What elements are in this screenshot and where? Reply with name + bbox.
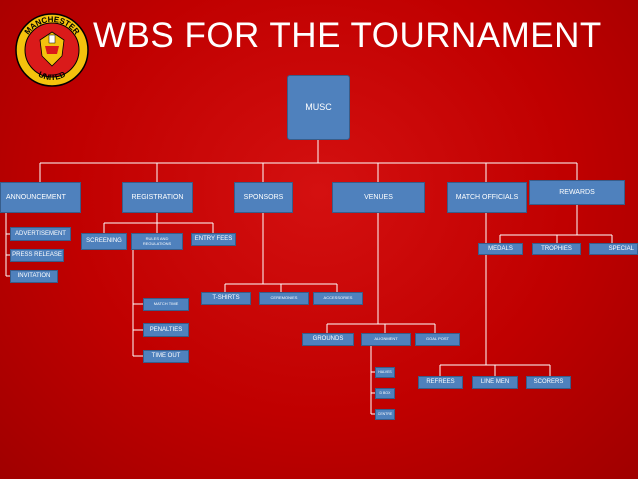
item-alignment: ALIGNMENT xyxy=(361,333,411,346)
category-sponsors: SPONSORS xyxy=(234,182,293,213)
svg-text:UNITED: UNITED xyxy=(37,70,67,82)
item-rules-and-regulations: RULES AND REGULATIONS xyxy=(131,233,183,250)
item-t-shirts: T-SHIRTS xyxy=(201,292,251,305)
item-scorers: SCORERS xyxy=(526,376,571,389)
item-centre: CENTRE xyxy=(375,409,395,420)
item-refrees: REFREES xyxy=(418,376,463,389)
category-venues: VENUES xyxy=(332,182,425,213)
item-press-release: PRESS RELEASE xyxy=(10,249,64,262)
item-advertisement: ADVERTISEMENT xyxy=(10,227,71,241)
item-invitation: INVITATION xyxy=(10,270,58,283)
item-screening: SCREENING xyxy=(81,233,127,250)
item-trophies: TROPHIES xyxy=(532,243,581,255)
item-halves: HALVES xyxy=(375,367,395,378)
category-registration: REGISTRATION xyxy=(122,182,193,213)
manchester-united-logo: MANCHESTER UNITED xyxy=(15,13,89,87)
item-special: SPECIAL xyxy=(589,243,638,255)
item-medals: MEDALS xyxy=(478,243,523,255)
item-time-out: TIME OUT xyxy=(143,350,189,363)
item-penalties: PENALTIES xyxy=(143,323,189,337)
item-d-box: D BOX xyxy=(375,388,395,399)
item-accessories: ACCESSORIES xyxy=(313,292,363,305)
item-grounds: GROUNDS xyxy=(302,333,354,346)
item-entry-fees: ENTRY FEES xyxy=(191,233,236,246)
category-match-officials: MATCH OFFICIALS xyxy=(447,182,527,213)
item-match-time: MATCH TIME xyxy=(143,298,189,311)
item-ceremonies: CEREMONIES xyxy=(259,292,309,305)
logo-bottom-text: UNITED xyxy=(37,70,67,82)
category-announcement: ANNOUNCEMENT xyxy=(0,182,81,213)
category-rewards: REWARDS xyxy=(529,180,625,205)
page-title: WBS FOR THE TOURNAMENT xyxy=(93,16,602,55)
item-line-men: LINE MEN xyxy=(472,376,518,389)
item-goal-post: GOAL POST xyxy=(415,333,460,346)
root-node: MUSC xyxy=(287,75,350,140)
